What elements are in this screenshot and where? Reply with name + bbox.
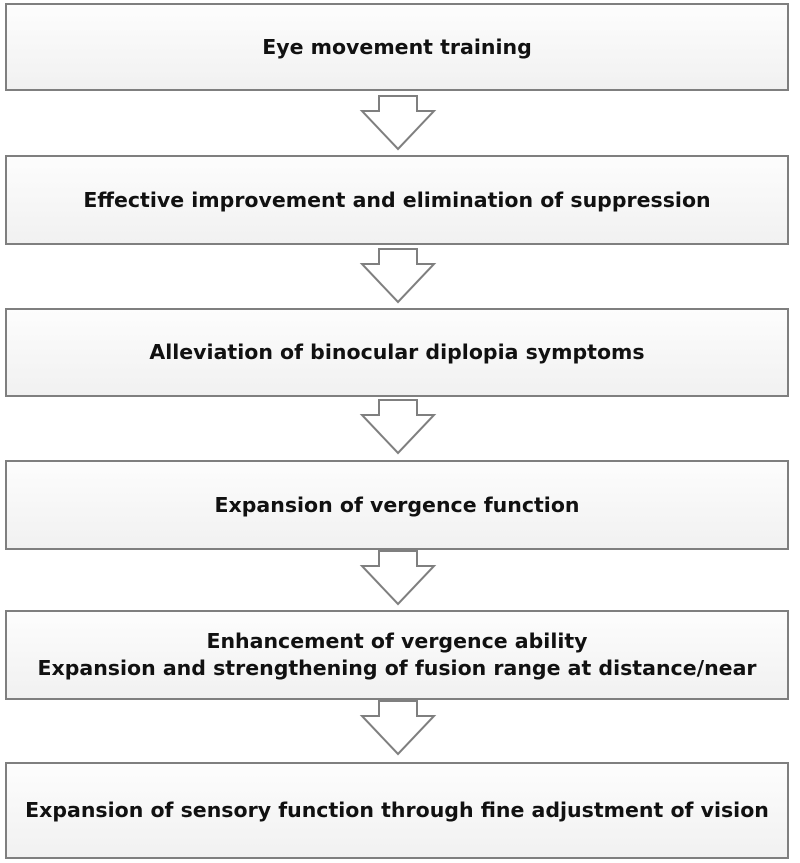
down-arrow-icon bbox=[359, 95, 437, 151]
step-label: Eye movement training bbox=[262, 34, 532, 59]
down-arrow-icon bbox=[359, 700, 437, 756]
step-eye-movement-training: Eye movement training bbox=[5, 3, 789, 91]
step-elimination-of-suppression: Effective improvement and elimination of… bbox=[5, 155, 789, 245]
down-arrow-icon bbox=[359, 399, 437, 455]
step-label: Expansion of vergence function bbox=[214, 492, 580, 517]
step-alleviation-of-diplopia: Alleviation of binocular diplopia sympto… bbox=[5, 308, 789, 397]
step-expansion-of-vergence: Expansion of vergence function bbox=[5, 460, 789, 550]
step-label: Expansion of sensory function through fi… bbox=[25, 798, 769, 823]
step-expansion-of-sensory-function: Expansion of sensory function through fi… bbox=[5, 762, 789, 859]
down-arrow-icon bbox=[359, 550, 437, 606]
step-label: Enhancement of vergence ability bbox=[206, 629, 588, 654]
down-arrow-icon bbox=[359, 248, 437, 304]
step-label: Alleviation of binocular diplopia sympto… bbox=[149, 340, 645, 365]
step-label: Expansion and strengthening of fusion ra… bbox=[37, 656, 757, 680]
step-label: Effective improvement and elimination of… bbox=[83, 187, 711, 212]
step-enhancement-of-vergence: Enhancement of vergence ability Expansio… bbox=[5, 610, 789, 700]
